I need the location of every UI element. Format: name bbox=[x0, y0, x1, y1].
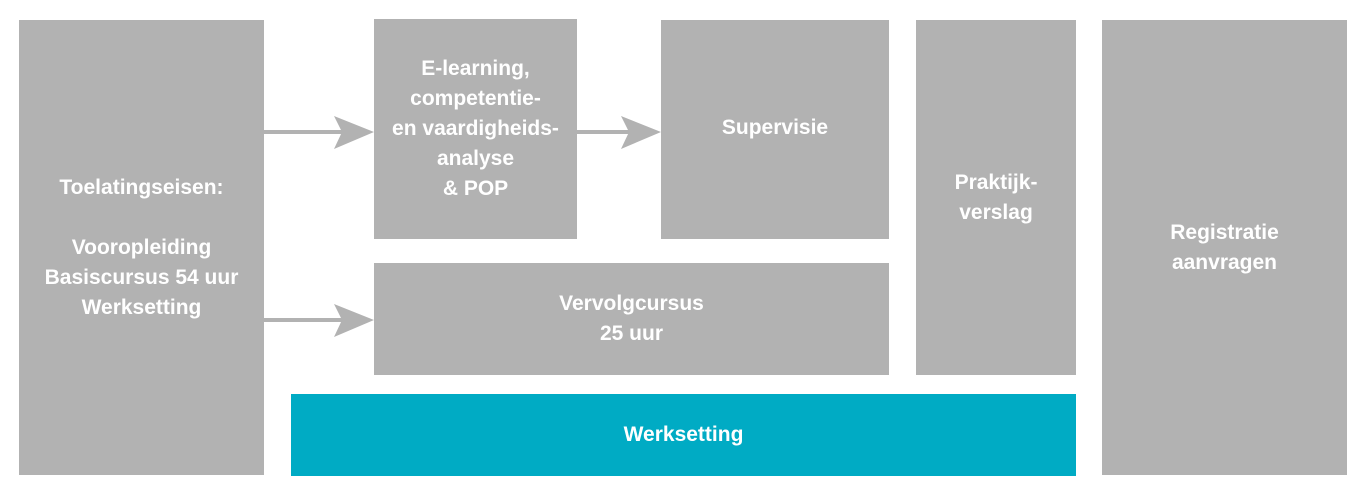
supervision-box: Supervisie bbox=[661, 20, 889, 239]
arrow-elearning-to-supervision bbox=[577, 116, 661, 149]
admission-box: Toelatingseisen: Vooropleiding Basiscurs… bbox=[19, 20, 264, 475]
arrow-admission-to-followup bbox=[264, 304, 374, 337]
elearning-box: E-learning, competentie- en vaardigheids… bbox=[374, 19, 577, 239]
practice-report-box: Praktijk- verslag bbox=[916, 20, 1076, 375]
registration-box: Registratie aanvragen bbox=[1102, 20, 1347, 475]
followup-course-box: Vervolgcursus 25 uur bbox=[374, 263, 889, 375]
work-setting-box: Werksetting bbox=[291, 394, 1076, 476]
arrow-admission-to-elearning bbox=[264, 116, 374, 149]
